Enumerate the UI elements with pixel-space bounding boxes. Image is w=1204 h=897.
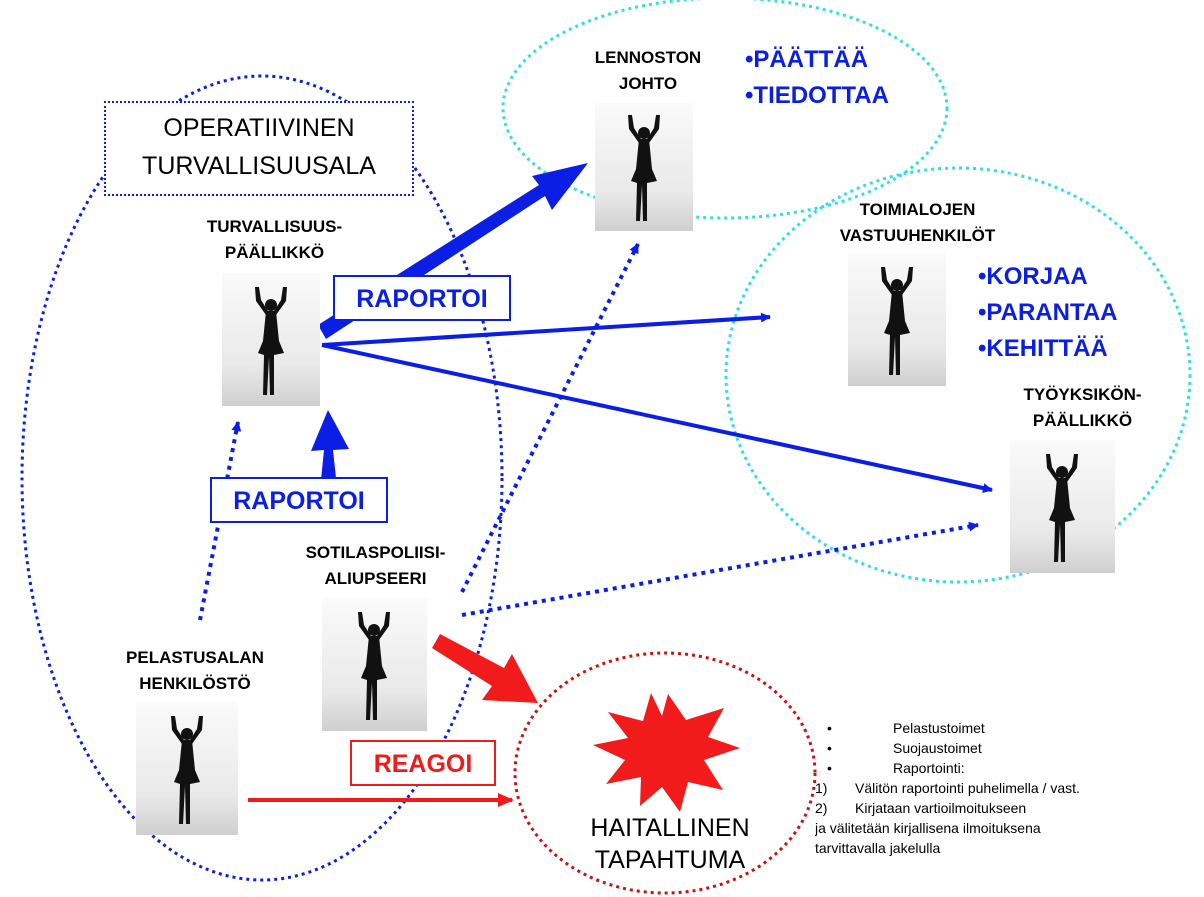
reagoi-text: REAGOI — [373, 750, 473, 778]
role-tyoyksikon-paallikko: TYÖYKSIKÖN- PÄÄLLIKKÖ — [1000, 382, 1165, 434]
react-arrow-mp-to-event — [432, 634, 538, 703]
arrow-to-unit-chief — [321, 343, 993, 493]
note-continuation: tarvittavalla jakelulla — [815, 840, 941, 856]
raportoi-text: RAPORTOI — [233, 487, 365, 515]
note-bullet-text: Raportointi: — [893, 760, 965, 776]
person-image-lennoston-johto — [595, 103, 693, 231]
role-turvallisuuspaallikko: TURVALLISUUS- PÄÄLLIKKÖ — [172, 214, 377, 266]
role-lennoston-johto: LENNOSTON JOHTO — [568, 45, 728, 97]
raportoi-label-top: RAPORTOI — [333, 275, 511, 321]
note-bullet: •Raportointi: — [827, 760, 965, 776]
event-title: HAITALLINEN TAPAHTUMA — [560, 812, 780, 876]
person-silhouette-icon — [628, 115, 660, 221]
reagoi-label: REAGOI — [350, 740, 496, 786]
role-label-line1: LENNOSTON — [594, 48, 702, 67]
operative-group-ellipse — [20, 74, 504, 882]
role-label-line2: HENKILÖSTÖ — [139, 674, 251, 693]
leadership-ellipse — [501, 0, 949, 220]
note-num: 1) — [815, 780, 828, 796]
person-silhouette-icon — [1046, 454, 1078, 562]
role-label-line2: JOHTO — [618, 74, 678, 93]
action-kehittaa: •KEHITTÄÄ — [978, 335, 1108, 362]
note-num: 2) — [815, 800, 828, 816]
note-continuation: ja välitetään kirjallisena ilmoituksena — [815, 820, 1041, 836]
role-toimialojen-vastuuhenkilot: TOIMIALOJEN VASTUUHENKILÖT — [815, 197, 1020, 249]
note-numbered-text: Kirjataan vartioilmoitukseen — [855, 800, 1027, 816]
note-numbered: 2) Kirjataan vartioilmoitukseen — [815, 798, 1200, 818]
person-image-turvallisuuspaallikko — [222, 273, 320, 406]
action-paattaa: •PÄÄTTÄÄ — [745, 46, 869, 73]
role-label-line2: ALIUPSEERI — [324, 569, 427, 588]
event-title-line2: TAPAHTUMA — [594, 846, 746, 874]
arrow-to-divisions — [321, 312, 771, 347]
role-sotilaspoliisialiupseeri: SOTILASPOLIISI- ALIUPSEERI — [283, 540, 468, 592]
action-parantaa: •PARANTAA — [978, 299, 1118, 326]
role-label-line2: PÄÄLLIKKÖ — [1032, 411, 1133, 430]
note-bullet: •Suojaustoimet — [827, 740, 982, 756]
note-bullet: •Pelastustoimet — [827, 720, 985, 736]
person-silhouette-icon — [255, 287, 287, 395]
role-label-line1: TURVALLISUUS- — [206, 217, 343, 236]
person-image-sotilaspoliisi — [322, 598, 427, 731]
action-tiedottaa: •TIEDOTTAA — [745, 82, 889, 109]
note-numbered: 1) Välitön raportointi puhelimella / vast… — [815, 778, 1200, 798]
role-label-line2: PÄÄLLIKKÖ — [224, 243, 325, 262]
report-arrow-mp-to-security — [311, 410, 349, 480]
person-image-pelastusalan — [136, 702, 238, 835]
person-silhouette-icon — [881, 267, 913, 375]
note-numbered-text: Välitön raportointi puhelimella / vast. — [855, 780, 1080, 796]
event-ellipse — [513, 651, 817, 895]
group-label-line1: OPERATIIVINEN — [163, 114, 355, 142]
raportoi-text: RAPORTOI — [356, 285, 488, 313]
divisions-ellipse — [724, 166, 1192, 584]
dotted-arrow-mp-to-unit-chief — [461, 521, 979, 617]
note-bullet-text: Pelastustoimet — [893, 720, 985, 736]
person-image-tyoyksikon — [1010, 440, 1115, 573]
person-silhouette-icon — [171, 716, 203, 824]
group-label-line2: TURVALLISUUSALA — [142, 152, 376, 180]
person-silhouette-icon — [358, 612, 390, 720]
action-korjaa: •KORJAA — [978, 263, 1088, 290]
event-starburst — [593, 693, 740, 812]
role-label-line1: TYÖYKSIKÖN- — [1023, 385, 1142, 404]
event-title-line1: HAITALLINEN — [590, 814, 750, 842]
role-label-line1: TOIMIALOJEN — [859, 200, 976, 219]
raportoi-label-mid: RAPORTOI — [210, 477, 388, 523]
person-image-toimialojen — [848, 253, 946, 386]
role-label-line1: SOTILASPOLIISI- — [305, 543, 446, 562]
role-label-line1: PELASTUSALAN — [126, 648, 264, 667]
division-actions: •KORJAA •PARANTAA •KEHITTÄÄ — [978, 259, 1118, 367]
role-pelastusalan-henkilosto: PELASTUSALAN HENKILÖSTÖ — [90, 645, 300, 697]
operative-group-label: OPERATIIVINEN TURVALLISUUSALA — [104, 101, 414, 196]
note-bullet-text: Suojaustoimet — [893, 740, 982, 756]
dotted-arrow-mp-to-leadership — [460, 243, 640, 593]
procedure-notes: •Pelastustoimet •Suojaustoimet •Raportoi… — [815, 718, 1200, 858]
leadership-actions: •PÄÄTTÄÄ •TIEDOTTAA — [745, 42, 889, 114]
role-label-line2: VASTUUHENKILÖT — [839, 226, 996, 245]
